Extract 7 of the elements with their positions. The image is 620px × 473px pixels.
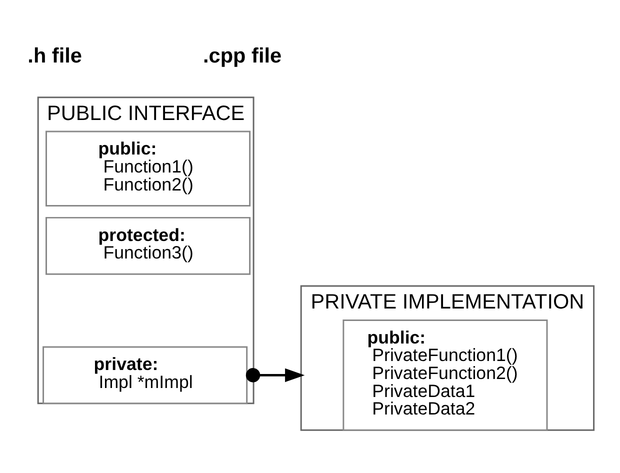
label: .cpp file bbox=[203, 44, 282, 68]
node-box: public: Function1() Function2() bbox=[46, 130, 251, 206]
node-box: public: PrivateFunction1() PrivateFunction2() PrivateData1 PrivateData2 bbox=[342, 318, 548, 430]
node-box: protected: Function3() bbox=[46, 216, 251, 274]
arrow bbox=[246, 368, 305, 382]
label: .h file bbox=[28, 44, 82, 68]
node-box: private: Impl *mImpl bbox=[42, 346, 248, 404]
